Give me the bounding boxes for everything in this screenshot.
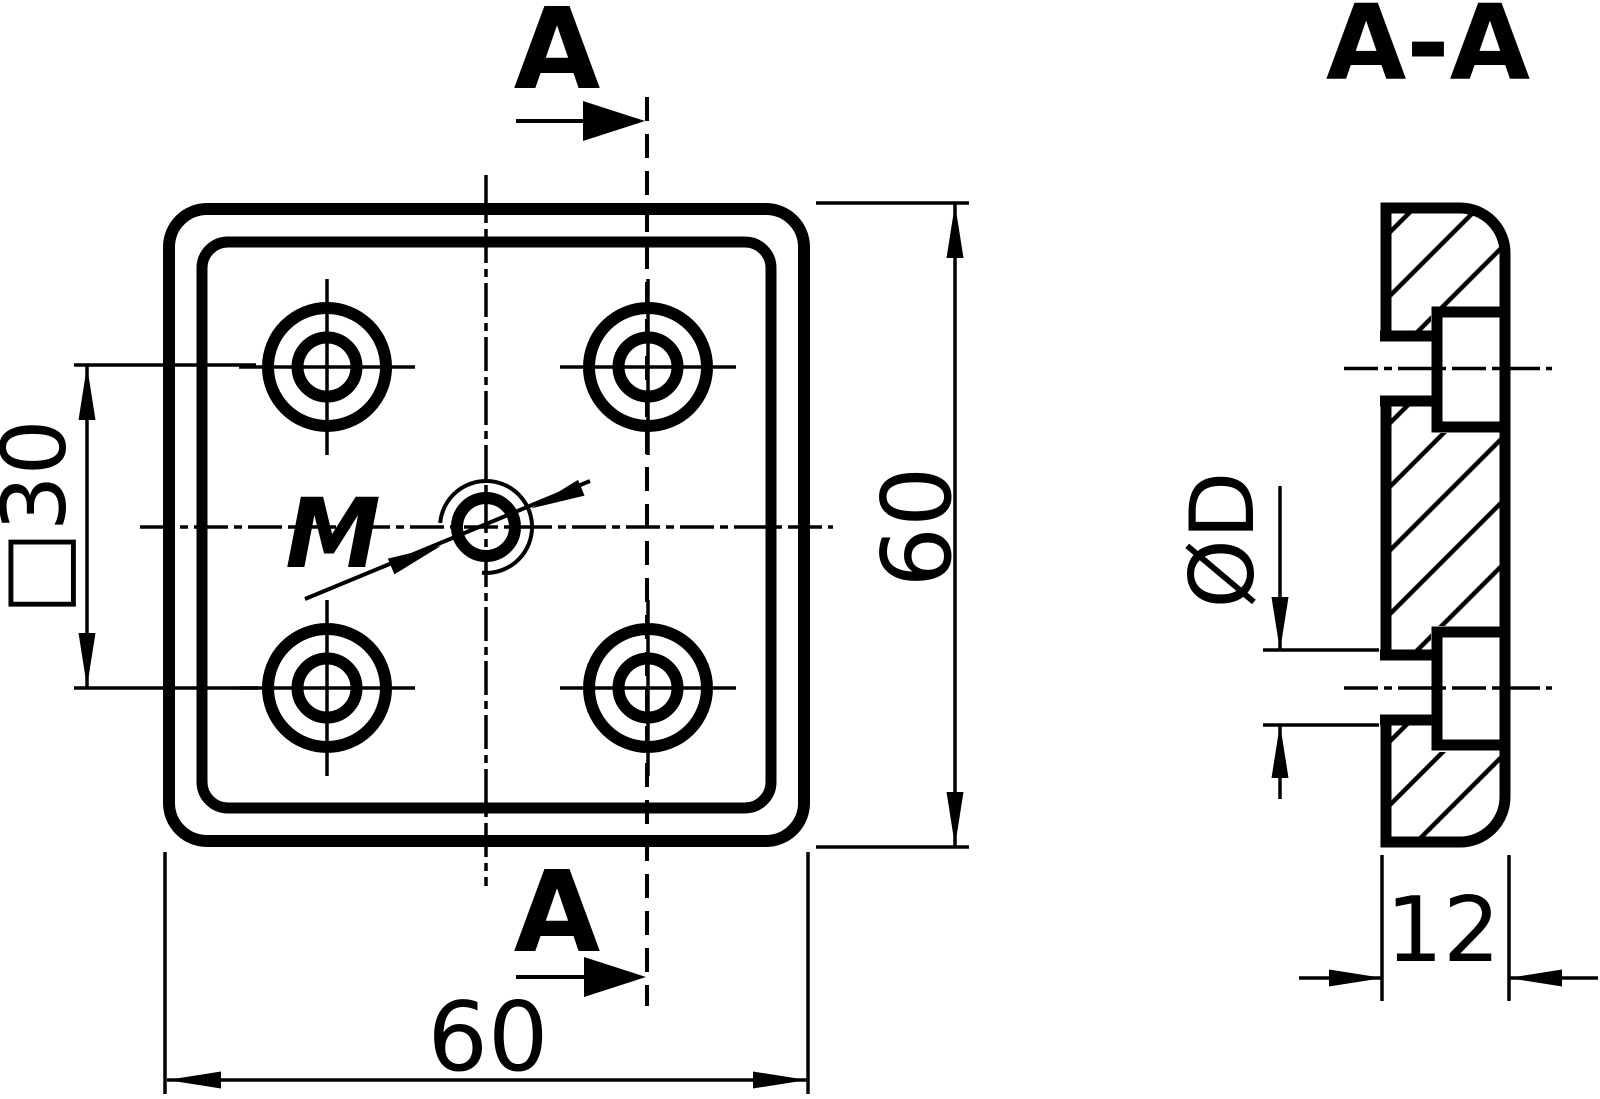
dim-thickness: 12 (1299, 855, 1598, 1001)
thread-arrow-upper (528, 479, 585, 517)
section-arrow-top: A (514, 0, 645, 141)
dim-hole-spacing-label: □30 (0, 419, 86, 614)
dim-width-label: 60 (428, 983, 549, 1093)
dim-height: 60 (816, 201, 973, 849)
section-view-title: A-A (1326, 0, 1530, 104)
thread-label: M (285, 478, 381, 590)
dim-width: 60 (163, 852, 810, 1094)
plate-inner-outline (196, 236, 777, 814)
mounting-hole-bottom-left (239, 600, 415, 776)
mounting-hole-top-right (560, 279, 736, 455)
section-arrow-bottom: A (514, 848, 646, 997)
section-view: A-A (1171, 0, 1598, 1001)
dim-thickness-label: 12 (1386, 878, 1501, 983)
section-body-outline (1380, 202, 1511, 848)
mounting-hole-top-left (239, 279, 415, 455)
dim-hole-spacing: □30 (0, 363, 258, 690)
section-label-bottom: A (514, 848, 601, 978)
dim-diameter: ØD (1171, 471, 1379, 799)
thread-arc (438, 479, 535, 575)
center-thread-hole: M (285, 478, 591, 601)
thread-leader-line (304, 479, 591, 601)
plate-outer-outline (163, 203, 810, 847)
dim-diameter-label: ØD (1171, 471, 1274, 608)
front-view: M □30 60 60 (0, 0, 973, 1094)
section-label-top: A (514, 0, 601, 115)
dim-height-label: 60 (863, 467, 973, 588)
mounting-hole-bottom-right (560, 600, 736, 776)
